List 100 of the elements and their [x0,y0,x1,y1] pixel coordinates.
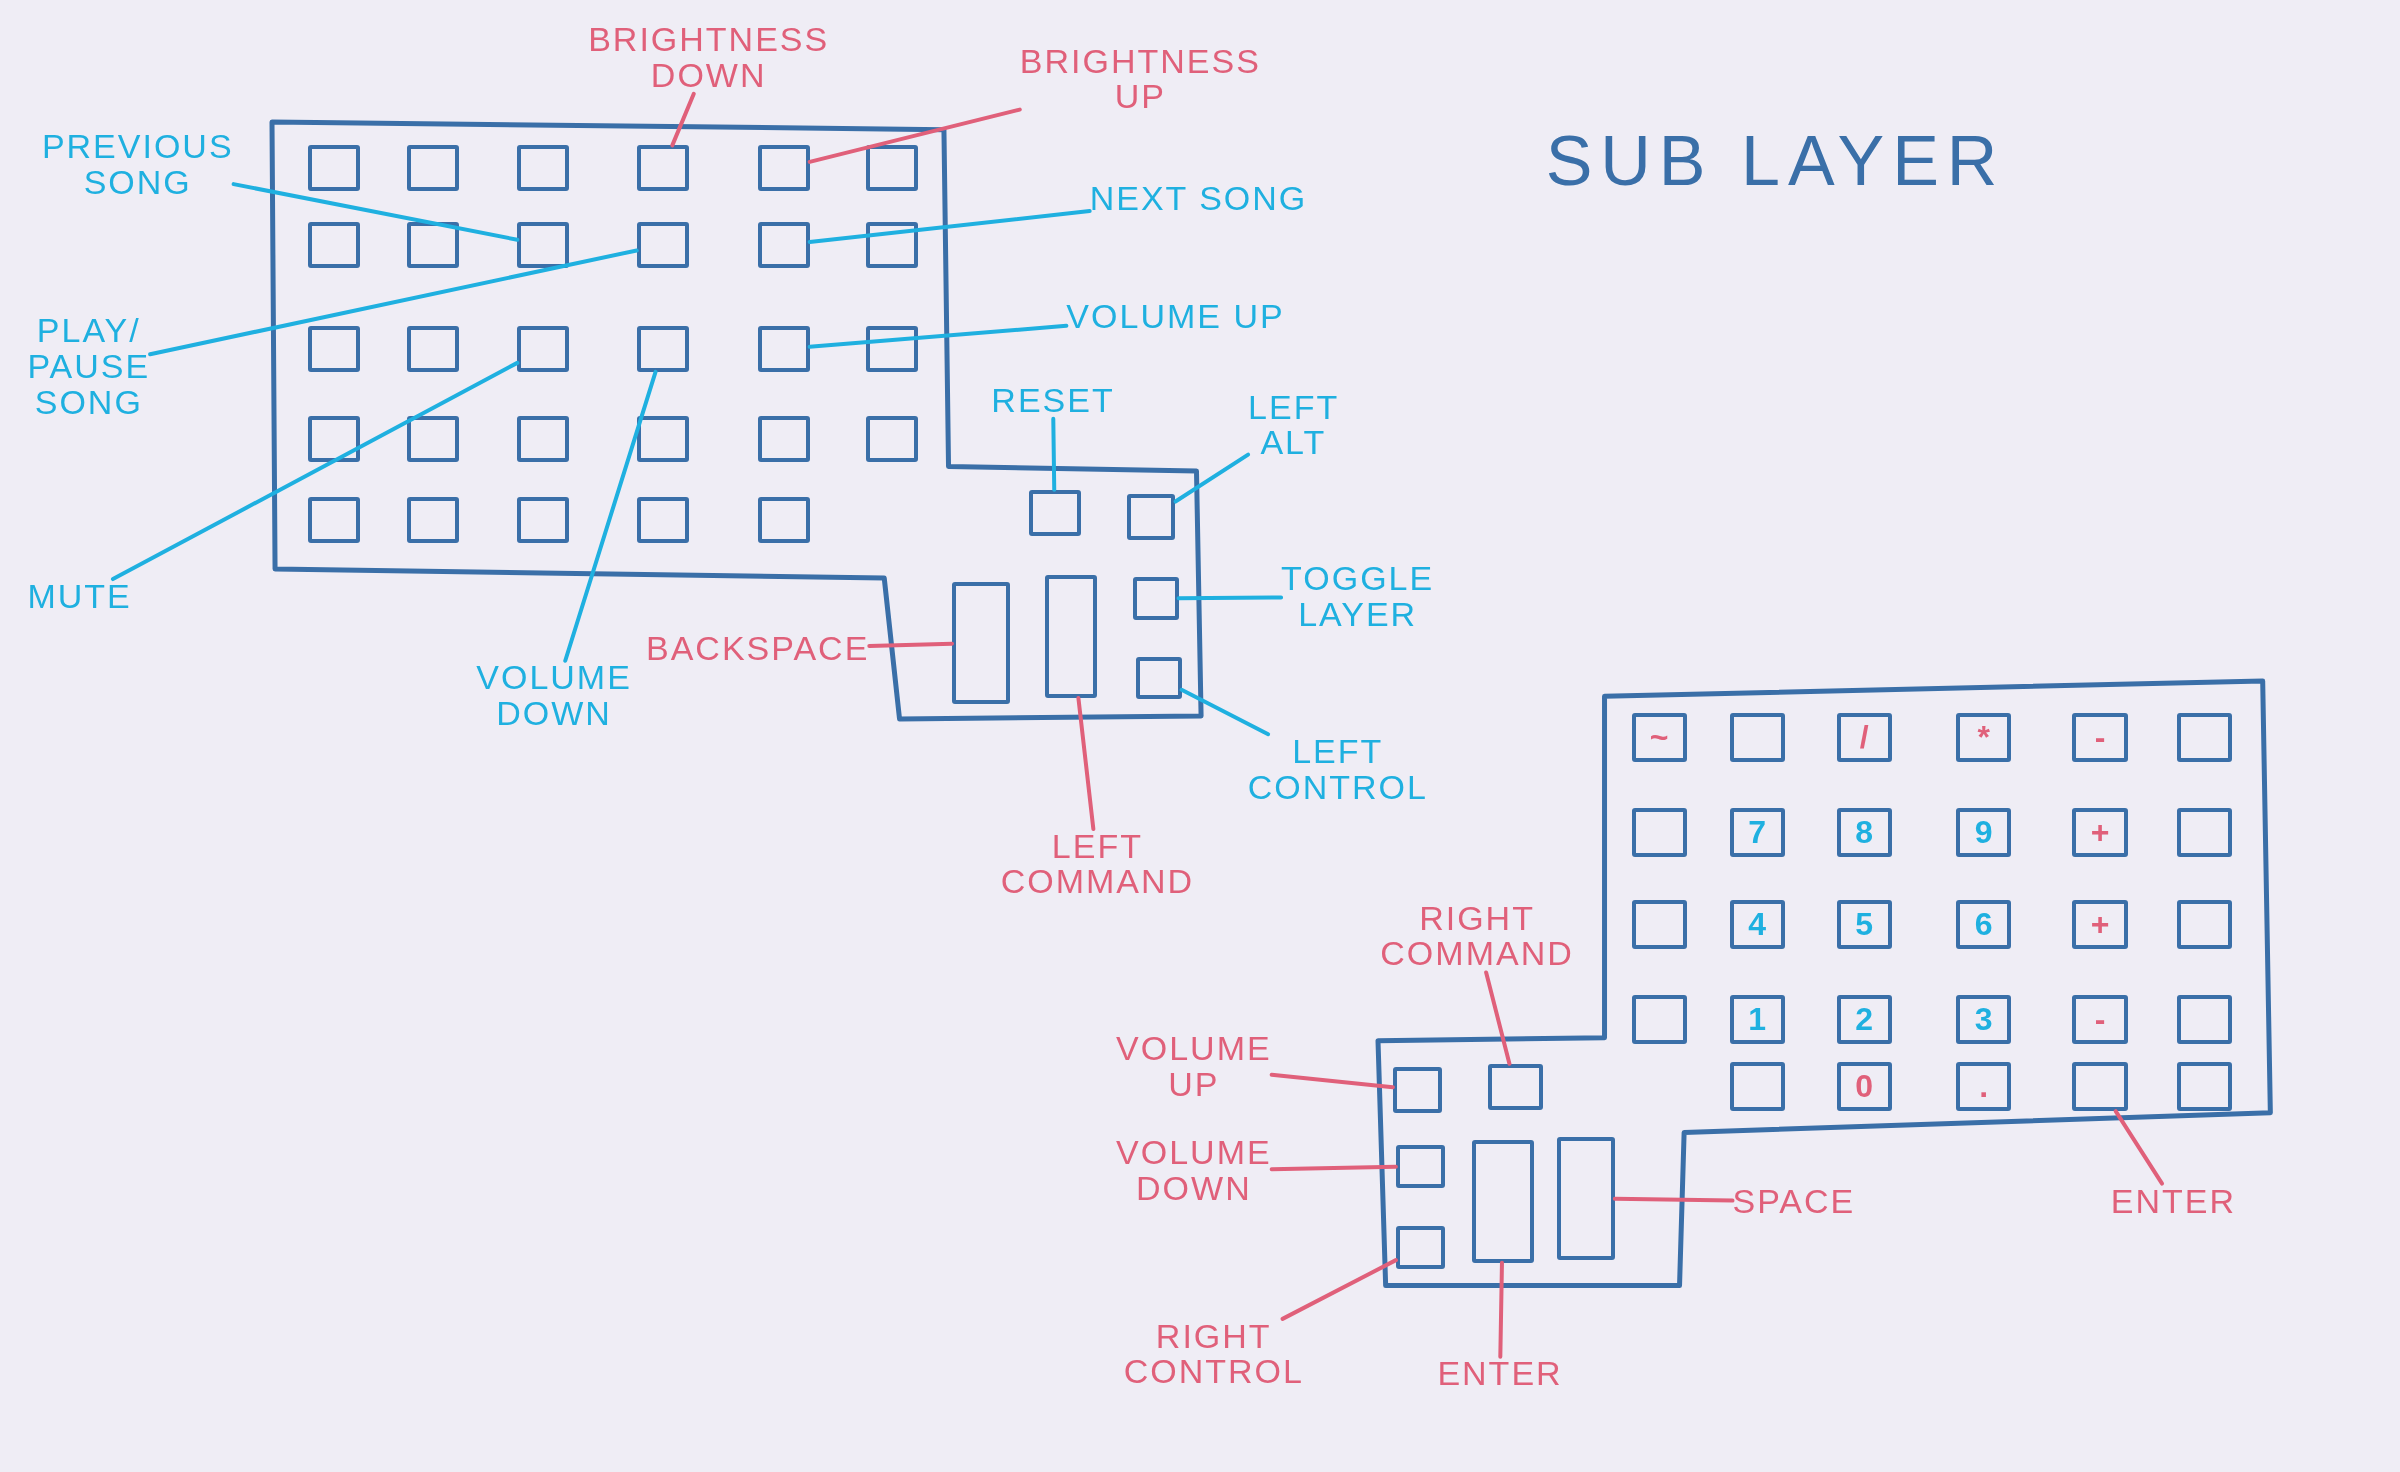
key [517,416,570,463]
leader-line [148,248,639,357]
leader-line [1269,1164,1398,1172]
callout-label: BRIGHTNESS UP [1019,43,1261,116]
key [2072,1062,2128,1112]
key: 8 [1836,808,1892,858]
key [1487,1063,1543,1110]
key [1472,1140,1534,1263]
key [2176,1062,2232,1112]
leader-line [1269,1072,1395,1090]
leader-line [1179,687,1271,737]
key: - [2072,713,2128,763]
key [307,145,360,192]
callout-label: LEFT ALT [1248,389,1339,462]
title: SUB LAYER [1545,120,2006,201]
key [407,145,460,192]
key [1631,808,1687,858]
key [1028,489,1081,536]
key [517,221,570,268]
key: * [1956,713,2012,763]
key [757,416,810,463]
callout-label: RIGHT CONTROL [1123,1318,1304,1391]
key: 6 [1956,900,2012,949]
key: 2 [1836,994,1892,1044]
leader-line [1484,970,1512,1066]
key [866,221,919,268]
leader-line [807,323,1069,349]
key [517,497,570,544]
leader-line [1051,416,1057,492]
key [757,145,810,192]
key: 3 [1956,994,2012,1044]
key [1126,494,1176,541]
callout-label: VOLUME UP [1116,1031,1272,1103]
key: 4 [1729,900,1785,949]
callout-label: RESET [991,383,1115,419]
leader-line [1176,595,1284,601]
key [2176,808,2232,858]
key: + [2072,900,2128,949]
callout-label: LEFT CONTROL [1247,734,1428,806]
key [517,326,570,372]
key: . [1956,1062,2012,1112]
key [1395,1226,1445,1269]
leader-line [807,209,1092,244]
callout-label: RIGHT COMMAND [1380,901,1574,973]
key: - [2072,994,2128,1044]
key [636,416,689,463]
key [1631,994,1687,1044]
key [1132,577,1179,620]
key [407,416,460,463]
callout-label: PLAY/ PAUSE SONG [27,313,151,421]
callout-label: NEXT SONG [1089,181,1308,217]
key: ~ [1631,713,1687,763]
key: 5 [1836,900,1892,949]
key [1135,656,1182,700]
leader-line [563,369,658,663]
key [1045,575,1098,698]
leader-line [2113,1109,2165,1186]
leader-line [231,182,520,242]
key [407,326,460,372]
key [866,416,919,463]
callout-label: VOLUME DOWN [476,660,632,733]
key [407,497,460,544]
key [2176,713,2232,763]
leader-line [807,107,1022,164]
leader-line [1280,1258,1398,1321]
callout-label: LEFT COMMAND [1000,829,1195,901]
key [307,497,360,544]
key [1729,713,1785,763]
key [2176,900,2232,949]
key: 7 [1729,808,1785,858]
key [307,416,360,463]
key: + [2072,808,2128,858]
callout-label: BRIGHTNESS DOWN [588,22,830,94]
callout-label: ENTER [2110,1183,2237,1220]
callout-label: BACKSPACE [646,631,870,667]
key [1631,900,1687,949]
key: 9 [1956,808,2012,858]
key [1395,1144,1445,1188]
key [636,497,689,544]
key [2176,994,2232,1044]
key [757,221,810,268]
key [757,326,810,372]
callout-label: VOLUME DOWN [1116,1135,1272,1207]
callout-label: ENTER [1437,1356,1563,1393]
callout-label: PREVIOUS SONG [41,129,234,201]
key [307,221,360,268]
leader-line [110,360,520,582]
key [1556,1137,1615,1260]
key [1729,1062,1785,1112]
leader-line [1612,1196,1735,1203]
leader-line [1173,452,1251,504]
key: 0 [1836,1062,1892,1112]
callout-label: VOLUME UP [1066,299,1285,335]
key [636,326,689,372]
key [307,326,360,372]
key [952,581,1011,705]
key: 1 [1729,994,1785,1044]
key [517,145,570,192]
leader-line [1498,1260,1504,1359]
key: / [1836,713,1892,763]
